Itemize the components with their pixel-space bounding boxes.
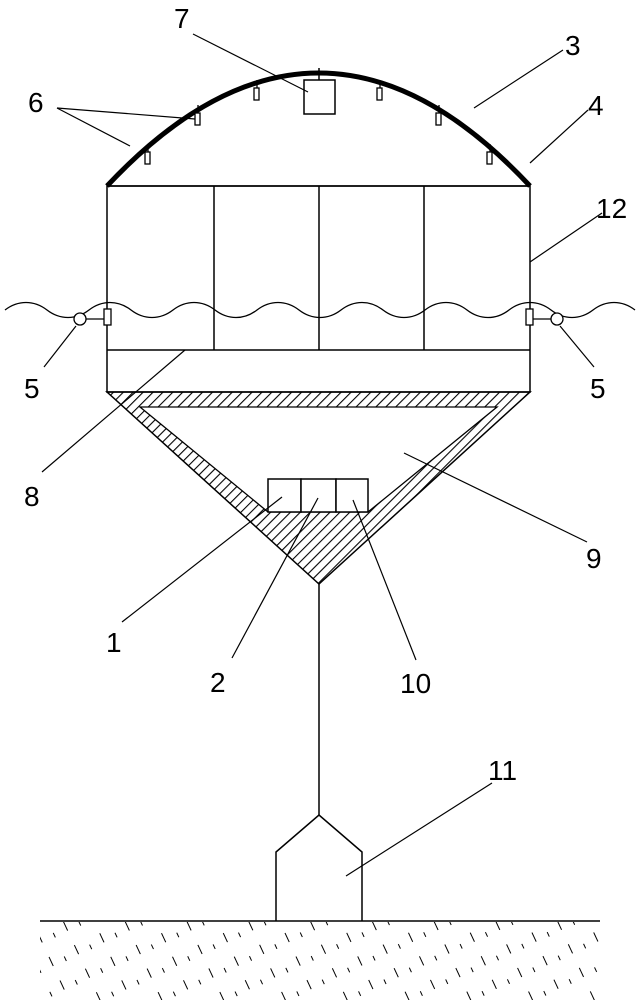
label-8: 8 — [24, 481, 40, 512]
anchor — [275, 584, 363, 921]
label-7: 7 — [174, 3, 190, 34]
enclosure-frame — [106, 185, 531, 393]
label-3: 3 — [565, 30, 581, 61]
equipment-boxes — [267, 478, 369, 513]
label-2: 2 — [210, 667, 226, 698]
label-9: 9 — [586, 543, 602, 574]
label-12: 12 — [596, 193, 627, 224]
label-4: 4 — [588, 90, 604, 121]
label-5-left: 5 — [24, 373, 40, 404]
top-unit — [303, 68, 336, 115]
label-6: 6 — [28, 87, 44, 118]
water-surface — [4, 301, 636, 319]
part-labels: 7 3 6 4 12 5 5 8 9 1 2 10 11 — [24, 3, 627, 786]
leader-lines — [41, 33, 603, 877]
sprinklers — [144, 80, 493, 165]
label-5-right: 5 — [590, 373, 606, 404]
float-right — [525, 308, 564, 326]
label-10: 10 — [400, 668, 431, 699]
float-left — [73, 308, 112, 326]
label-1: 1 — [106, 627, 122, 658]
seabed — [40, 920, 600, 1000]
label-11: 11 — [488, 755, 517, 786]
